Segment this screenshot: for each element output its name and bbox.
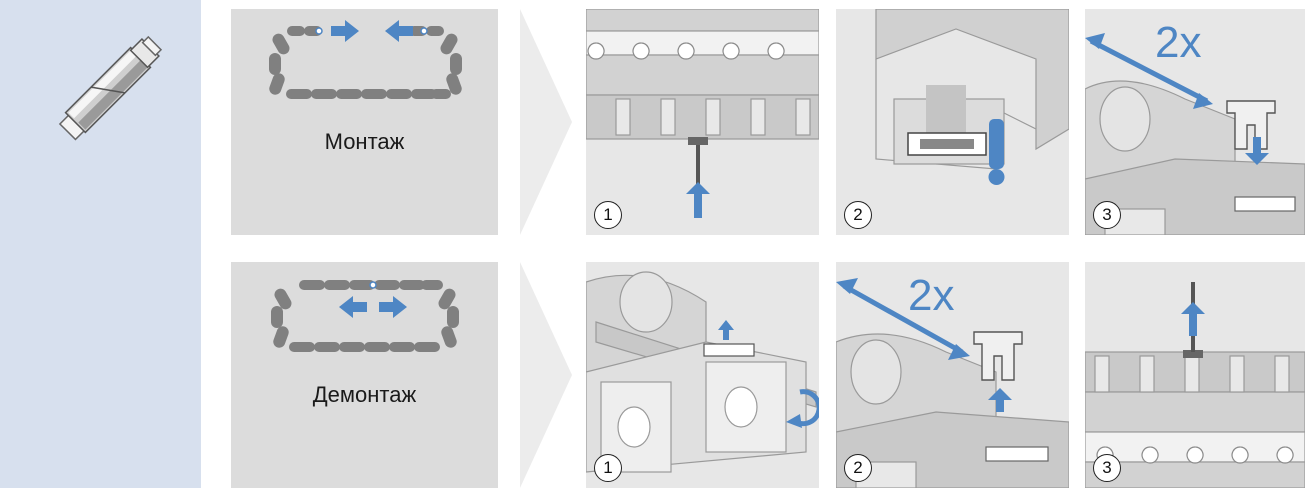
pin-insert-icon	[586, 9, 819, 235]
disassembly-title: Демонтаж	[231, 382, 498, 408]
disassembly-card: Демонтаж	[231, 262, 498, 488]
assembly-step-2: 2	[836, 9, 1069, 235]
step-number-badge: 1	[594, 201, 622, 229]
step-number-badge: 2	[844, 454, 872, 482]
chevron-right-icon	[520, 262, 580, 488]
disassembly-step-2: 2x 2	[836, 262, 1069, 488]
chevron-right-icon	[520, 9, 580, 235]
step-number-badge: 3	[1093, 201, 1121, 229]
step-number-badge: 3	[1093, 454, 1121, 482]
pin-caution-icon	[836, 9, 1069, 235]
disassembly-step-1: 1	[586, 262, 819, 488]
multiplier-label: 2x	[908, 274, 954, 318]
clip-release-icon	[586, 262, 819, 488]
step-number-badge: 1	[594, 454, 622, 482]
pin-connector-icon	[0, 0, 201, 488]
sidebar	[0, 0, 201, 488]
assembly-step-1: 1	[586, 9, 819, 235]
pin-remove-icon	[1085, 262, 1305, 488]
assembly-title: Монтаж	[231, 129, 498, 155]
assembly-step-3: 2x 3	[1085, 9, 1305, 235]
assembly-card: Монтаж	[231, 9, 498, 235]
disassembly-step-3: 3	[1085, 262, 1305, 488]
multiplier-label: 2x	[1155, 21, 1201, 65]
step-number-badge: 2	[844, 201, 872, 229]
